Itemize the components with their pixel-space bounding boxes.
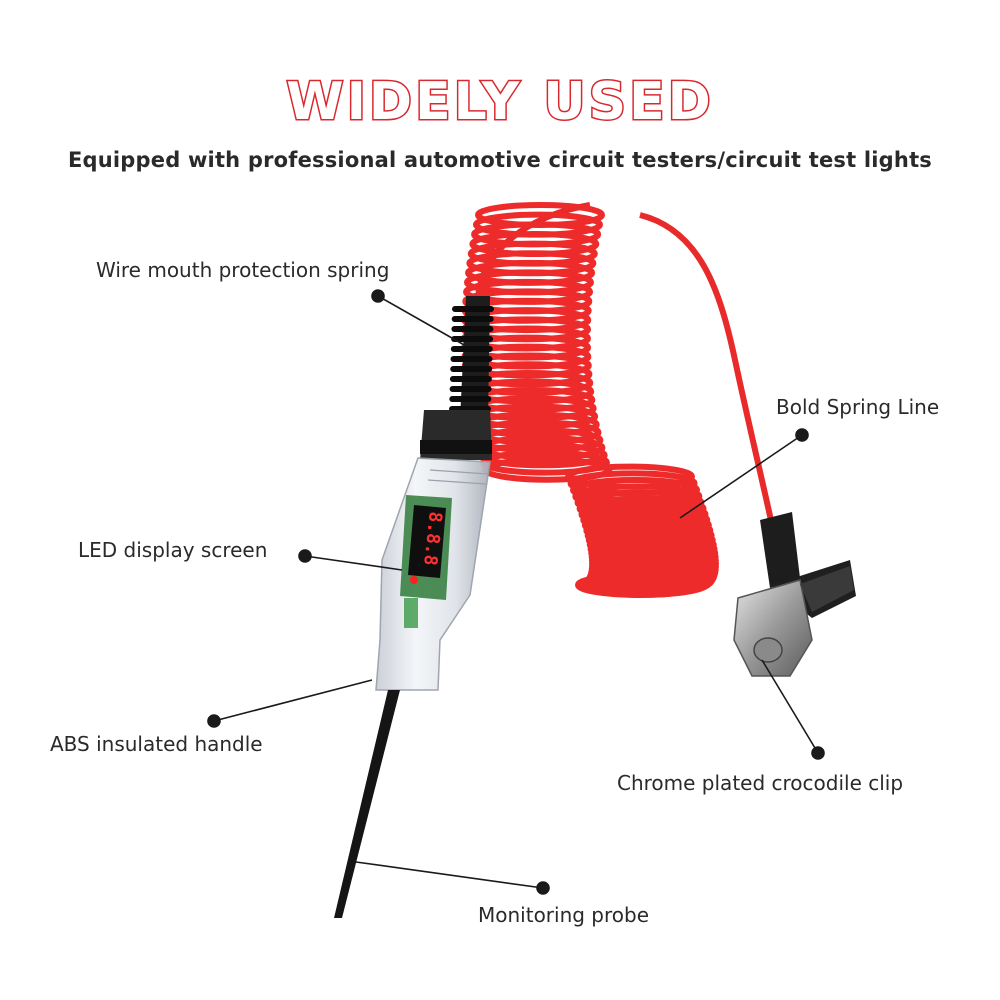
monitoring-probe	[334, 690, 400, 918]
spring-rib	[449, 396, 492, 402]
label-wire-mouth-protection-spring: Wire mouth protection spring	[96, 258, 390, 282]
coil-turn	[575, 572, 705, 598]
callout-dot	[207, 714, 221, 728]
spring-rib	[450, 346, 493, 352]
spring-rib	[451, 326, 494, 332]
callout-dot	[795, 428, 809, 442]
spring-rib	[451, 336, 494, 342]
crocodile-clip	[733, 512, 856, 677]
callout-dot	[811, 746, 825, 760]
wire-mouth-protection-spring	[448, 296, 494, 422]
label-monitoring-probe: Monitoring probe	[478, 903, 650, 927]
spring-rib	[451, 316, 494, 322]
label-led-display-screen: LED display screen	[78, 538, 268, 562]
callout-leaders	[207, 289, 825, 895]
spring-rib	[449, 386, 492, 392]
headline: WIDELY USED	[285, 71, 714, 134]
bold-spring-cable	[460, 202, 720, 598]
label-chrome-plated-crocodile-clip: Chrome plated crocodile clip	[617, 771, 904, 795]
spring-rib	[452, 306, 494, 312]
led-display-screen: 8.8.8	[400, 495, 452, 628]
callout-dot	[536, 881, 550, 895]
callout-dot	[371, 289, 385, 303]
spring-rib	[449, 376, 492, 382]
callout-dot	[298, 549, 312, 563]
spring-rib	[450, 356, 493, 362]
label-abs-insulated-handle: ABS insulated handle	[50, 732, 263, 756]
cable-lead-right	[639, 212, 775, 526]
label-bold-spring-line: Bold Spring Line	[776, 395, 940, 419]
subtitle: Equipped with professional automotive ci…	[67, 148, 933, 172]
spring-rib	[450, 366, 493, 372]
